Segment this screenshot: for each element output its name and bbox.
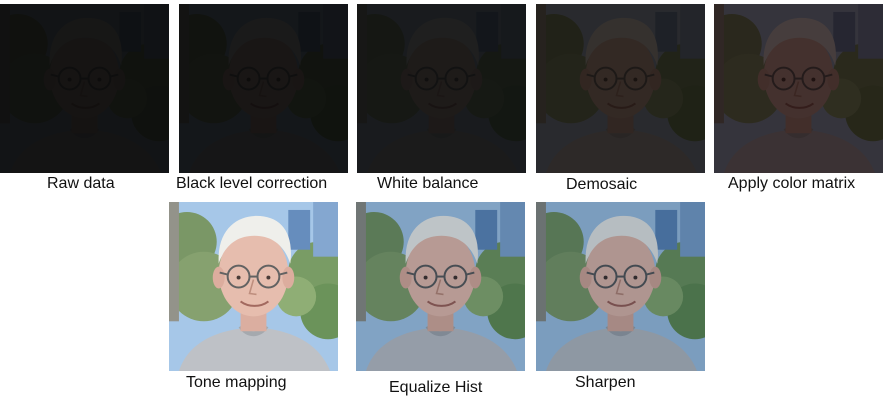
black-level-correction-image — [179, 4, 348, 173]
sharpen-image — [536, 202, 705, 371]
sharpen-label: Sharpen — [575, 374, 636, 391]
equalize-hist-image — [356, 202, 525, 371]
equalize-hist-label: Equalize Hist — [389, 379, 483, 396]
tone-mapping-image — [169, 202, 338, 371]
tone-mapping-label: Tone mapping — [186, 374, 287, 391]
white-balance-label: White balance — [377, 175, 479, 192]
black-level-correction-label: Black level correction — [176, 175, 328, 192]
demosaic-label: Demosaic — [566, 176, 638, 193]
demosaic-image — [536, 4, 705, 173]
white-balance-image — [357, 4, 526, 173]
raw-data-label: Raw data — [47, 175, 115, 192]
apply-color-matrix-label: Apply color matrix — [728, 175, 856, 192]
apply-color-matrix-image — [714, 4, 883, 173]
raw-data-image — [0, 4, 169, 173]
